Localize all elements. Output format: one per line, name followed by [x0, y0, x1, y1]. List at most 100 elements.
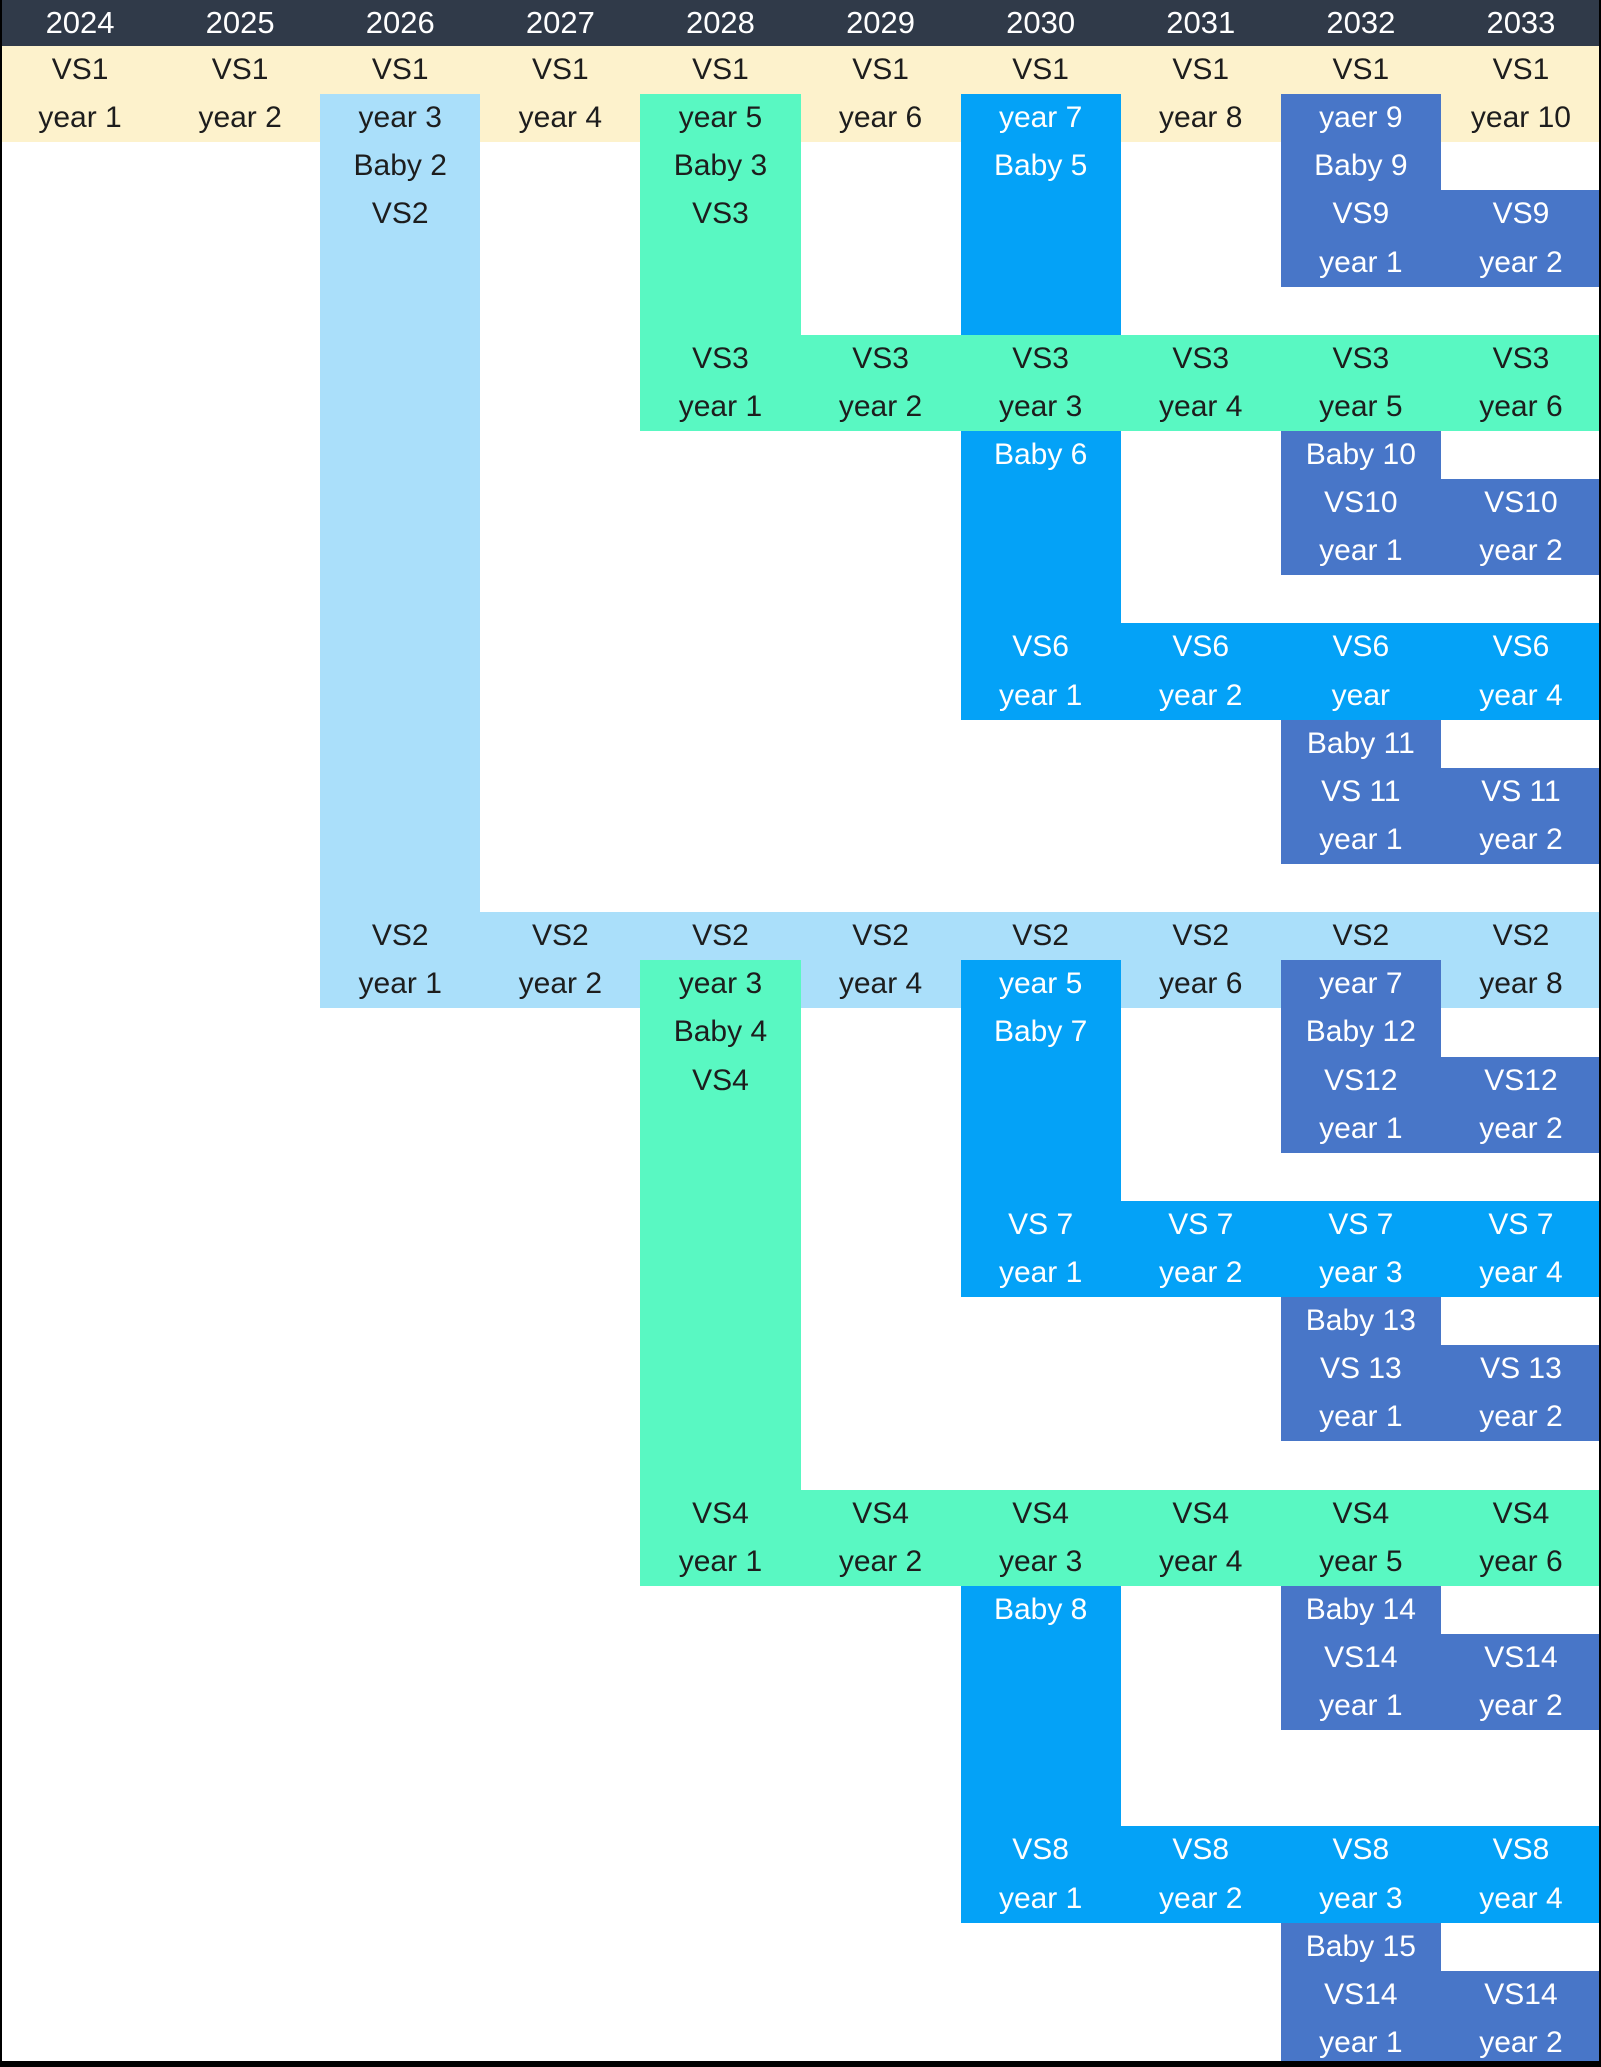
cell-r4-c3: VS2 — [371, 197, 429, 231]
cell-r1-c5: VS1 — [692, 53, 749, 87]
cell-r20-c9: year 7 — [1319, 967, 1403, 1001]
cell-r20-c8: year 6 — [1159, 967, 1243, 1001]
cell-r7-c10: VS3 — [1492, 341, 1550, 375]
cell-r19-c5: VS2 — [692, 919, 749, 953]
cell-r13-c10: VS6 — [1492, 630, 1550, 664]
cell-r8-c5: year 1 — [678, 389, 763, 423]
cell-r20-c4: year 2 — [518, 967, 603, 1001]
cell-r2-c4: year 4 — [518, 101, 603, 135]
cell-r28-c10: VS 13 — [1480, 1352, 1562, 1386]
cell-r41-c9: VS14 — [1324, 1977, 1398, 2011]
cell-r20-c6: year 4 — [838, 967, 923, 1001]
right-border — [1599, 0, 1601, 2067]
cell-r22-c9: VS12 — [1324, 1063, 1398, 1097]
cell-r28-c9: VS 13 — [1319, 1352, 1402, 1386]
left-border — [0, 0, 2, 2067]
cell-r26-c9: year 3 — [1319, 1256, 1403, 1290]
cell-r13-c9: VS6 — [1332, 630, 1390, 664]
cell-r8-c7: year 3 — [998, 389, 1083, 423]
cell-r2-c9: yaer 9 — [1319, 101, 1403, 135]
cell-r19-c6: VS2 — [852, 919, 909, 953]
cell-r1-c1: VS1 — [51, 53, 109, 87]
cell-r34-c9: VS14 — [1324, 1640, 1398, 1674]
cell-r3-c9: Baby 9 — [1314, 149, 1408, 183]
cell-r25-c9: VS 7 — [1328, 1207, 1394, 1241]
cell-r26-c7: year 1 — [998, 1256, 1083, 1290]
cell-r21-c7: Baby 7 — [993, 1015, 1088, 1049]
cell-r2-c8: year 8 — [1159, 101, 1243, 135]
cell-r5-c9: year 1 — [1319, 245, 1403, 279]
year-label-2024: 2024 — [45, 5, 115, 40]
cell-r32-c6: year 2 — [838, 1544, 923, 1578]
year-label-2028: 2028 — [685, 5, 755, 40]
cell-r29-c10: year 2 — [1479, 1400, 1563, 1434]
cell-r21-c5: Baby 4 — [673, 1015, 768, 1049]
cell-r14-c7: year 1 — [998, 678, 1083, 712]
cell-r3-c7: Baby 5 — [993, 149, 1088, 183]
cell-r19-c10: VS2 — [1492, 919, 1550, 953]
cell-r38-c7: VS8 — [1012, 1833, 1069, 1867]
cell-r31-c10: VS4 — [1492, 1496, 1550, 1530]
cell-r19-c8: VS2 — [1172, 919, 1230, 953]
cell-r1-c8: VS1 — [1172, 53, 1230, 87]
year-label-2031: 2031 — [1166, 5, 1236, 40]
cell-r9-c7: Baby 6 — [993, 438, 1088, 471]
cell-r11-c10: year 2 — [1479, 534, 1563, 568]
cell-r23-c10: year 2 — [1479, 1111, 1563, 1145]
cell-r7-c9: VS3 — [1332, 341, 1390, 375]
cell-r19-c3: VS2 — [371, 919, 429, 953]
cell-r27-c9: Baby 13 — [1305, 1304, 1416, 1338]
cell-r7-c6: VS3 — [852, 341, 909, 375]
cell-r13-c7: VS6 — [1012, 630, 1069, 664]
cell-r17-c10: year 2 — [1479, 822, 1563, 856]
cell-r13-c8: VS6 — [1172, 630, 1230, 664]
cell-r16-c10: VS 11 — [1481, 774, 1561, 808]
cell-r5-c10: year 2 — [1479, 245, 1563, 279]
cell-r32-c5: year 1 — [678, 1544, 763, 1578]
cell-r17-c9: year 1 — [1319, 822, 1403, 856]
cell-r39-c10: year 4 — [1479, 1881, 1563, 1915]
cell-r3-c5: Baby 3 — [673, 149, 768, 183]
cell-r38-c10: VS8 — [1492, 1833, 1550, 1867]
cell-r31-c8: VS4 — [1172, 1496, 1230, 1530]
cell-r29-c9: year 1 — [1319, 1400, 1403, 1434]
bottom-border — [0, 2061, 1601, 2067]
cell-r32-c7: year 3 — [998, 1544, 1083, 1578]
cell-r20-c7: year 5 — [998, 967, 1083, 1001]
cell-r26-c10: year 4 — [1479, 1256, 1563, 1290]
cell-r14-c10: year 4 — [1479, 678, 1563, 712]
cell-r8-c6: year 2 — [838, 389, 923, 423]
cell-r2-c6: year 6 — [838, 101, 923, 135]
year-label-2030: 2030 — [1006, 5, 1076, 40]
cell-r3-c3: Baby 2 — [353, 149, 447, 183]
cell-r1-c7: VS1 — [1012, 53, 1069, 87]
cell-r38-c9: VS8 — [1332, 1833, 1390, 1867]
cell-r14-c8: year 2 — [1159, 678, 1243, 712]
cell-r25-c8: VS 7 — [1168, 1207, 1234, 1241]
cell-r4-c9: VS9 — [1332, 197, 1390, 231]
cell-r4-c5: VS3 — [692, 197, 749, 231]
cell-r19-c7: VS2 — [1012, 919, 1069, 953]
cell-r7-c5: VS3 — [692, 341, 749, 375]
cell-r8-c9: year 5 — [1319, 389, 1403, 423]
cell-r34-c10: VS14 — [1484, 1640, 1558, 1674]
year-label-2032: 2032 — [1326, 5, 1396, 40]
cell-r26-c8: year 2 — [1159, 1256, 1243, 1290]
cell-r22-c5: VS4 — [692, 1063, 749, 1097]
cell-r35-c10: year 2 — [1479, 1689, 1563, 1723]
cell-r35-c9: year 1 — [1319, 1689, 1403, 1723]
cell-r20-c3: year 1 — [358, 967, 442, 1001]
cell-r38-c8: VS8 — [1172, 1833, 1230, 1867]
cell-r4-c10: VS9 — [1492, 197, 1550, 231]
year-label-2025: 2025 — [205, 5, 275, 40]
cell-r9-c9: Baby 10 — [1305, 438, 1416, 471]
cell-r20-c5: year 3 — [678, 967, 763, 1001]
cell-r7-c8: VS3 — [1172, 341, 1230, 375]
cell-r40-c9: Baby 15 — [1305, 1929, 1416, 1963]
cell-r31-c6: VS4 — [852, 1496, 909, 1530]
cell-r25-c7: VS 7 — [1008, 1207, 1074, 1241]
cell-r2-c1: year 1 — [38, 101, 122, 135]
cell-r2-c7: year 7 — [998, 101, 1083, 135]
